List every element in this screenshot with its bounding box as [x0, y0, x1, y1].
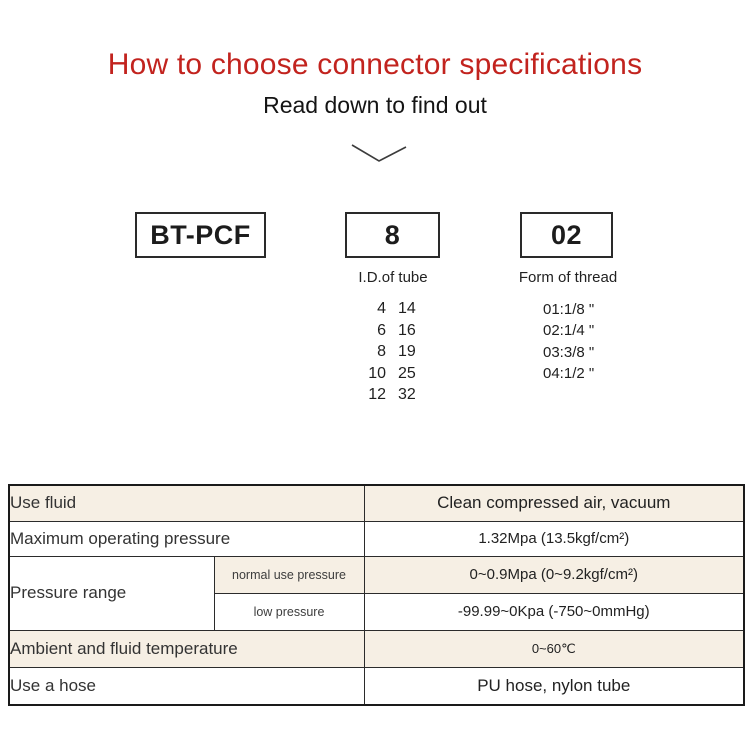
tube-size-list: 4 14 6 16 8 19 10 25 12 32 [338, 298, 416, 406]
spec-row-use-fluid: Use fluid Clean compressed air, vacuum [8, 484, 745, 522]
spec-label: Maximum operating pressure [8, 520, 365, 557]
tube-id-value: 10 [368, 364, 386, 382]
spec-label: Pressure range [8, 555, 215, 631]
caption-id-of-tube: I.D.of tube [358, 269, 428, 286]
thread-form-item: 02:1/4 " [543, 322, 595, 340]
tube-size-row: 8 19 [338, 341, 416, 363]
spec-row-pressure-range-normal: Pressure range normal use pressure 0~0.9… [8, 555, 745, 631]
thread-form-item: 03:3/8 " [543, 343, 595, 361]
spec-label: Use a hose [8, 666, 365, 706]
spec-row-max-pressure: Maximum operating pressure 1.32Mpa (13.5… [8, 520, 745, 557]
tube-size-row: 12 32 [338, 384, 416, 406]
tube-od-value: 19 [398, 343, 416, 361]
tube-size-row: 6 16 [338, 320, 416, 342]
page-title: How to choose connector specifications [107, 48, 643, 81]
tube-od-value: 32 [398, 386, 416, 404]
spec-value: PU hose, nylon tube [363, 666, 745, 706]
tube-id-value: 8 [377, 343, 386, 361]
spec-value: 0~0.9Mpa (0~9.2kgf/cm²) [363, 555, 745, 594]
spec-label: Use fluid [8, 484, 365, 522]
page-subtitle: Read down to find out [263, 92, 487, 118]
spec-row-temperature: Ambient and fluid temperature 0~60℃ [8, 629, 745, 668]
spec-sub-label: low pressure [213, 592, 365, 631]
tube-od-value: 16 [398, 321, 416, 339]
tube-id-value: 4 [377, 300, 386, 317]
tube-size-box: 8 [345, 212, 440, 258]
spec-value: 1.32Mpa (13.5kgf/cm²) [363, 520, 745, 557]
spec-row-hose: Use a hose PU hose, nylon tube [8, 666, 745, 706]
thread-form-item: 04:1/2 " [543, 364, 595, 382]
caption-form-of-thread: Form of thread [518, 269, 618, 286]
tube-size-row: 4 14 [338, 298, 416, 320]
spec-value: 0~60℃ [363, 629, 745, 668]
chevron-down-icon [351, 144, 407, 162]
spec-row-pressure-range-low: low pressure -99.99~0Kpa (-750~0mmHg) [9, 592, 745, 631]
thread-form-text: 02 [550, 219, 583, 250]
tube-od-value: 14 [398, 300, 416, 317]
model-code-text: BT-PCF [150, 219, 251, 250]
model-code-box: BT-PCF [135, 212, 266, 258]
spec-value: Clean compressed air, vacuum [363, 484, 745, 522]
thread-form-list: 01:1/8 " 02:1/4 " 03:3/8 " 04:1/2 " [543, 299, 594, 384]
spec-label: Ambient and fluid temperature [8, 629, 365, 668]
tube-id-value: 12 [368, 386, 386, 404]
tube-size-text: 8 [384, 219, 401, 250]
spec-table: Use fluid Clean compressed air, vacuum M… [8, 484, 746, 706]
tube-od-value: 25 [398, 364, 416, 382]
thread-form-item: 01:1/8 " [543, 301, 595, 318]
tube-size-row: 10 25 [338, 363, 416, 385]
spec-sub-label: normal use pressure [213, 555, 365, 594]
thread-form-box: 02 [520, 212, 613, 258]
tube-id-value: 6 [377, 321, 386, 339]
spec-value: -99.99~0Kpa (-750~0mmHg) [363, 592, 745, 631]
